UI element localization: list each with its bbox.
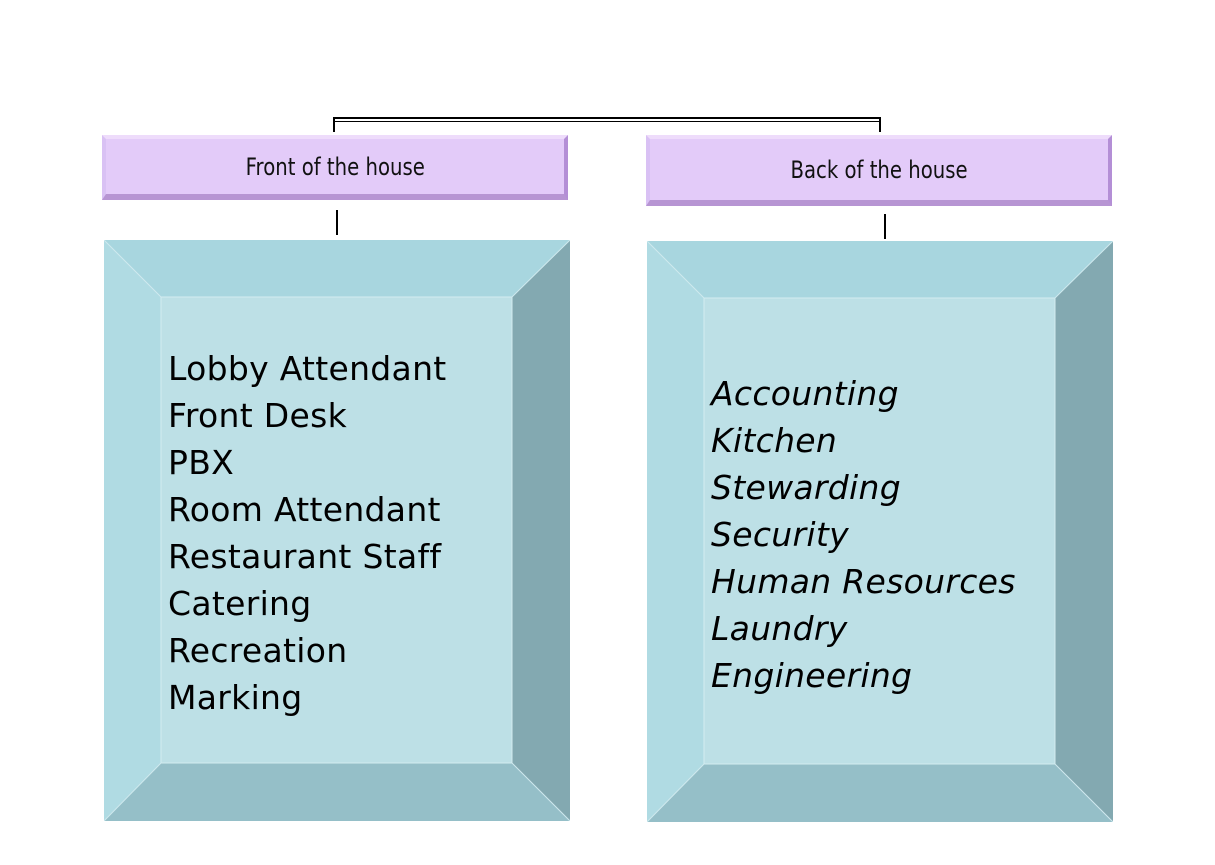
list-item: Recreation	[168, 631, 348, 670]
left-bevel-frame	[104, 240, 570, 821]
top-connector-left-drop	[333, 117, 335, 132]
front-of-house-panel: Lobby Attendant Front Desk PBX Room Atte…	[104, 240, 570, 821]
right-bevel-frame	[647, 241, 1113, 822]
list-item: Restaurant Staff	[168, 537, 442, 576]
back-of-house-header: Back of the house	[646, 135, 1112, 206]
list-item: Kitchen	[711, 421, 838, 460]
right-header-to-panel-line	[884, 214, 886, 239]
list-item: Front Desk	[168, 396, 347, 435]
front-of-house-list: Lobby Attendant Front Desk PBX Room Atte…	[168, 345, 447, 721]
list-item: PBX	[168, 443, 235, 482]
list-item: Human Resources	[711, 562, 1016, 601]
list-item: Laundry	[711, 609, 848, 648]
top-connector-line-upper	[333, 117, 881, 119]
left-header-to-panel-line	[336, 210, 338, 235]
front-of-house-title: Front of the house	[245, 152, 425, 181]
list-item: Room Attendant	[168, 490, 441, 529]
back-of-house-list: Accounting Kitchen Stewarding Security H…	[711, 370, 1016, 699]
list-item: Stewarding	[711, 468, 901, 507]
list-item: Engineering	[711, 656, 913, 695]
top-connector-line-lower	[333, 121, 881, 122]
top-connector-right-drop	[879, 117, 881, 132]
back-of-house-title: Back of the house	[790, 155, 968, 184]
front-of-house-header: Front of the house	[102, 135, 568, 200]
list-item: Security	[711, 515, 849, 554]
list-item: Marking	[168, 678, 303, 717]
list-item: Catering	[168, 584, 312, 623]
list-item: Accounting	[711, 374, 899, 413]
back-of-house-panel: Accounting Kitchen Stewarding Security H…	[647, 241, 1113, 822]
list-item: Lobby Attendant	[168, 349, 447, 388]
